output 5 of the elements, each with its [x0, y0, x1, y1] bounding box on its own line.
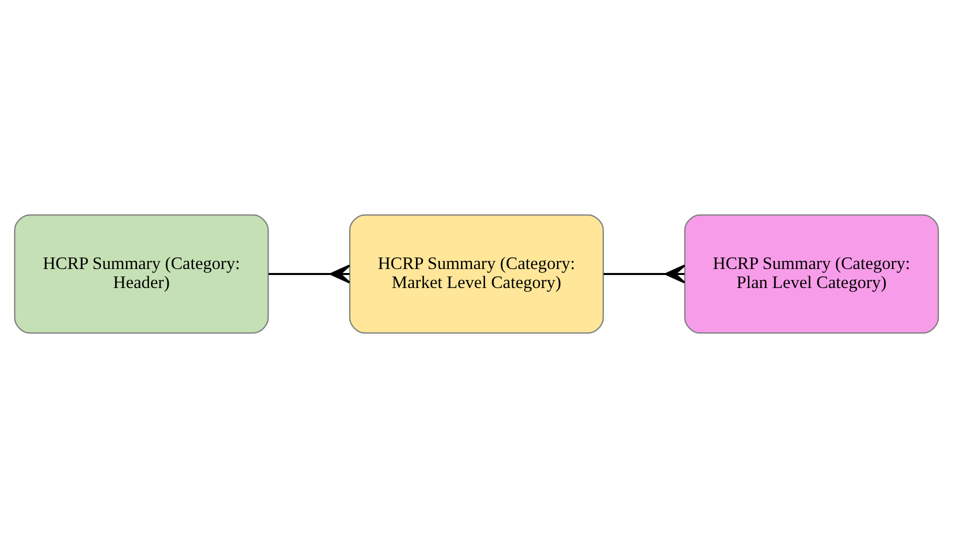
node-box: HCRP Summary (Category: Plan Level Category) — [684, 214, 939, 334]
connector — [268, 264, 350, 284]
node-box: HCRP Summary (Category: Header) — [14, 214, 269, 334]
node-box: HCRP Summary (Category: Market Level Category) — [349, 214, 604, 334]
connector — [604, 264, 686, 284]
